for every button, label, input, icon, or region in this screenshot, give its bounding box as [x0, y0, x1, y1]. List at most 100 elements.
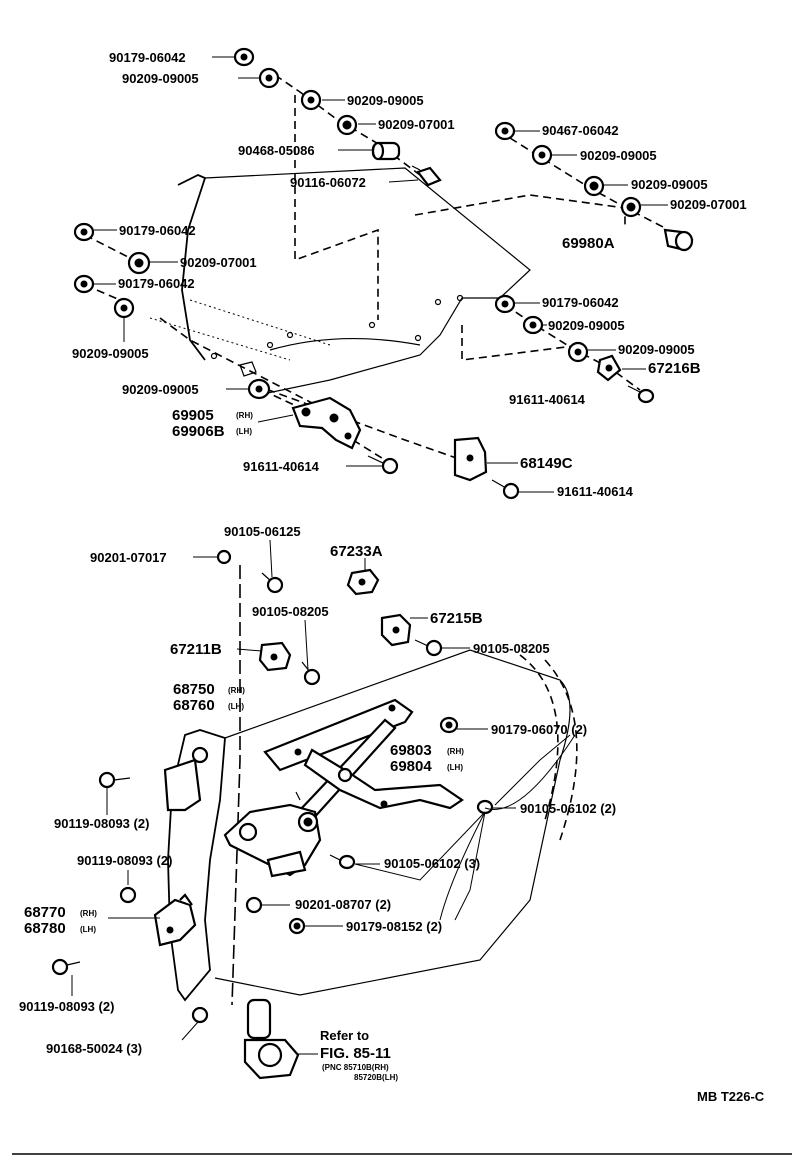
label-69980A: 69980A — [562, 235, 615, 252]
washer-90209-09005-d — [583, 175, 605, 197]
washer-90201-08707 — [245, 896, 263, 914]
label-90179-06070: 90179-06070 (2) — [491, 722, 587, 737]
bolt-90105-06125 — [261, 572, 284, 594]
label-69804: 69804 — [390, 758, 432, 775]
tag-lh: (LH) — [228, 702, 244, 711]
label-67215B: 67215B — [430, 610, 483, 627]
bolt-90119-08093-b — [119, 886, 137, 904]
label-91611-40614: 91611-40614 — [509, 392, 586, 407]
washer-90209-09005-h — [247, 378, 271, 400]
label-90179-08152: 90179-08152 (2) — [346, 919, 442, 934]
pnc-reference-lh: 85720B(LH) — [354, 1073, 398, 1082]
bracket-68750 — [163, 746, 209, 812]
label-68770: 68770 — [24, 904, 66, 921]
label-90209-09005: 90209-09005 — [548, 318, 625, 333]
bolt-90105-06102-a — [476, 799, 494, 815]
bolt-91611-40614-b — [367, 455, 399, 475]
label-68780: 68780 — [24, 920, 66, 937]
label-90209-09005: 90209-09005 — [122, 71, 199, 86]
refer-to-text: Refer to — [320, 1028, 369, 1043]
label-67216B: 67216B — [648, 360, 701, 377]
label-90209-09005: 90209-09005 — [72, 346, 149, 361]
washer-90209-09005-a — [258, 67, 280, 89]
label-90209-09005: 90209-09005 — [580, 148, 657, 163]
tag-rh: (RH) — [236, 411, 253, 420]
washer-90209-09005-f — [522, 315, 544, 335]
label-90119-08093: 90119-08093 (2) — [19, 999, 114, 1014]
label-90119-08093: 90119-08093 (2) — [77, 853, 172, 868]
label-68149C: 68149C — [520, 455, 573, 472]
washer-90201-07017 — [216, 549, 232, 565]
washer-90179-06042-c — [73, 274, 95, 294]
tag-rh: (RH) — [80, 909, 97, 918]
label-90201-08707: 90201-08707 (2) — [295, 897, 391, 912]
bracket-69905 — [291, 396, 362, 450]
part-labels: 90179-06042 90209-09005 90209-09005 9020… — [19, 50, 765, 1104]
label-90179-06042: 90179-06042 — [119, 223, 196, 238]
washer-90209-09005-e — [113, 297, 135, 319]
label-90179-06042: 90179-06042 — [542, 295, 619, 310]
label-90468-05086: 90468-05086 — [238, 143, 315, 158]
label-90105-06102: 90105-06102 (2) — [520, 801, 616, 816]
washer-90209-09005-g — [567, 341, 589, 363]
washer-90209-09005-c — [531, 144, 553, 166]
door-panel-outline — [167, 565, 578, 1006]
label-90168-50024: 90168-50024 (3) — [46, 1041, 142, 1056]
tag-lh: (LH) — [236, 427, 252, 436]
label-90179-06042: 90179-06042 — [109, 50, 186, 65]
label-67211B: 67211B — [170, 641, 222, 658]
label-90209-09005: 90209-09005 — [618, 342, 695, 357]
bolt-90119-08093-c — [51, 958, 81, 976]
regulator-arm-69803 — [263, 698, 464, 822]
door-glass — [149, 167, 531, 396]
label-90105-06125: 90105-06125 — [224, 524, 301, 539]
label-90209-09005: 90209-09005 — [122, 382, 199, 397]
label-90209-07001: 90209-07001 — [180, 255, 257, 270]
washer-90179-06042-d — [494, 294, 516, 314]
bolt-90105-08205-a — [414, 639, 443, 657]
bolt-90105-06102-b — [329, 854, 356, 870]
diagram-code: MB T226-C — [697, 1089, 765, 1104]
label-90209-09005: 90209-09005 — [347, 93, 424, 108]
label-90209-09005: 90209-09005 — [631, 177, 708, 192]
washer-90179-06042-a — [233, 47, 255, 67]
bracket-67215B — [380, 613, 412, 647]
screw-90116-06072 — [411, 165, 442, 187]
bolt-90105-08205-b — [301, 661, 321, 686]
label-90179-06042: 90179-06042 — [118, 276, 195, 291]
stopper-67216B — [596, 354, 622, 382]
label-69803: 69803 — [390, 742, 432, 759]
label-69905: 69905 — [172, 407, 214, 424]
tag-lh: (LH) — [447, 763, 463, 772]
nut-90179-08152 — [288, 917, 306, 935]
bracket-67211B — [258, 641, 292, 672]
washer-90209-09005-b — [300, 89, 322, 111]
label-90119-08093: 90119-08093 (2) — [54, 816, 149, 831]
bolt-91611-40614-c — [491, 479, 520, 500]
bushing-90468-05086 — [371, 141, 401, 161]
nut-90179-06070 — [439, 716, 459, 734]
label-91611-40614: 91611-40614 — [557, 484, 634, 499]
tag-rh: (RH) — [447, 747, 464, 756]
tag-rh: (RH) — [228, 686, 245, 695]
bracket-68149C — [453, 436, 488, 482]
label-90105-08205: 90105-08205 — [473, 641, 550, 656]
clip-67233A — [346, 568, 380, 596]
label-90209-07001: 90209-07001 — [670, 197, 747, 212]
bracket-68770 — [153, 893, 197, 947]
label-90116-06072: 90116-06072 — [290, 175, 366, 190]
label-68750: 68750 — [173, 681, 215, 698]
label-68760: 68760 — [173, 697, 215, 714]
bolt-90119-08093-a — [98, 771, 131, 789]
washer-90209-07001-c — [127, 251, 151, 275]
label-90467-06042: 90467-06042 — [542, 123, 619, 138]
label-90105-08205: 90105-08205 — [252, 604, 329, 619]
label-90209-07001: 90209-07001 — [378, 117, 455, 132]
roller-69980A — [663, 228, 694, 252]
washer-90209-07001-b — [620, 196, 642, 218]
washer-90209-07001-a — [336, 114, 358, 136]
regulator-motor — [243, 998, 300, 1080]
label-91611-40614: 91611-40614 — [243, 459, 320, 474]
bolt-91611-40614-a — [627, 385, 655, 404]
